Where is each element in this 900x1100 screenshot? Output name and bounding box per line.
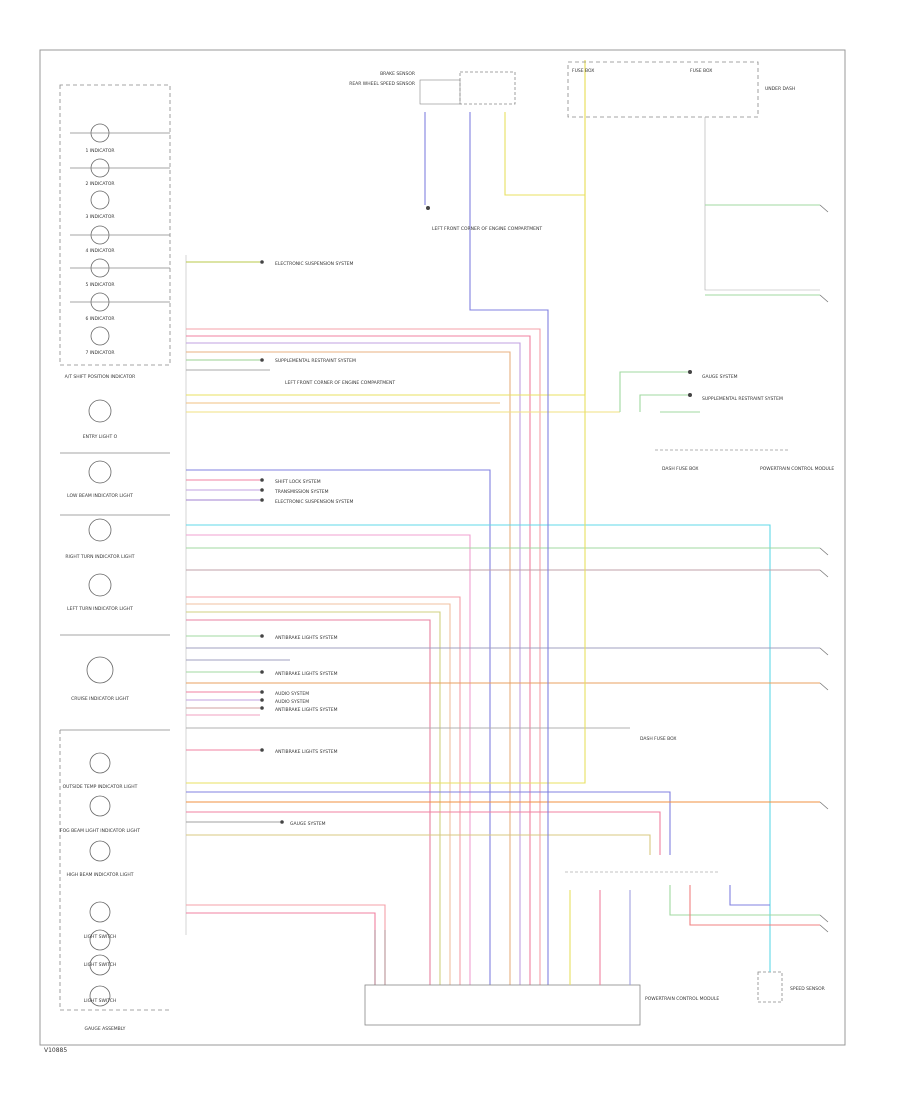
- right-note: UNDER DASH: [765, 86, 795, 92]
- system-label: AUDIO SYSTEM: [275, 699, 309, 705]
- sensor-label: BRAKE SENSOR: [380, 71, 415, 77]
- dash-fuse-label: DASH FUSE BOX: [640, 736, 677, 742]
- system-label: GAUGE SYSTEM: [290, 821, 326, 827]
- module-label: 5 INDICATOR: [85, 282, 114, 288]
- system-label: TRANSMISSION SYSTEM: [274, 489, 329, 495]
- sensor-wires: [424, 60, 586, 985]
- module-label: 6 INDICATOR: [85, 316, 114, 322]
- right-terminals: [819, 204, 829, 933]
- lower-right-label: POWERTRAIN CONTROL MODULE: [760, 466, 834, 472]
- sensor-sub-label: REAR WHEEL SPEED SENSOR: [349, 81, 415, 87]
- fuse-box-right: FUSE BOX: [690, 68, 712, 74]
- module-label: 4 INDICATOR: [85, 248, 114, 254]
- diagram-frame: [39, 49, 846, 1046]
- system-label: ELECTRONIC SUSPENSION SYSTEM: [275, 499, 354, 505]
- system-label: ANTIBRAKE LIGHTS SYSTEM: [275, 749, 338, 755]
- speed-sensor-label: SPEED SENSOR: [790, 986, 825, 992]
- module-label: HIGH BEAM INDICATOR LIGHT: [67, 872, 134, 878]
- fuse-box-title: FUSE BOX: [572, 68, 594, 74]
- system-label: SHIFT LOCK SYSTEM: [275, 479, 321, 485]
- system-label: ANTIBRAKE LIGHTS SYSTEM: [275, 707, 338, 713]
- system-label: AUDIO SYSTEM: [275, 691, 309, 697]
- srs-system-label: SUPPLEMENTAL RESTRAINT SYSTEM: [702, 396, 783, 402]
- system-labels: ELECTRONIC SUSPENSION SYSTEM SUPPLEMENTA…: [260, 260, 356, 827]
- module-label: CRUISE INDICATOR LIGHT: [71, 696, 129, 702]
- system-label: ANTIBRAKE LIGHTS SYSTEM: [275, 635, 338, 641]
- module-label: 2 INDICATOR: [85, 181, 114, 187]
- bottom-connector: POWERTRAIN CONTROL MODULE SPEED SENSOR: [364, 871, 825, 1026]
- top-components: BRAKE SENSOR REAR WHEEL SPEED SENSOR LEF…: [349, 61, 820, 296]
- ground-note: LEFT FRONT CORNER OF ENGINE COMPARTMENT: [432, 226, 542, 232]
- module-label: LIGHT SWITCH: [84, 934, 117, 940]
- gauge-system-label: GAUGE SYSTEM: [702, 374, 738, 380]
- lower-left-label: DASH FUSE BOX: [662, 466, 699, 472]
- connector-box-label: POWERTRAIN CONTROL MODULE: [645, 996, 719, 1002]
- system-label: ELECTRONIC SUSPENSION SYSTEM: [275, 261, 354, 267]
- footer-code: V10885: [44, 1047, 67, 1054]
- module-label: LIGHT SWITCH: [84, 998, 117, 1004]
- module-label: RIGHT TURN INDICATOR LIGHT: [65, 554, 134, 560]
- gauge-assembly-label: GAUGE ASSEMBLY: [85, 1026, 126, 1032]
- module-label: LEFT TURN INDICATOR LIGHT: [67, 606, 133, 612]
- module-label: 3 INDICATOR: [85, 214, 114, 220]
- module-label: LIGHT SWITCH: [84, 962, 117, 968]
- module-label: FOG BEAM LIGHT INDICATOR LIGHT: [60, 828, 140, 834]
- module-label: LOW BEAM INDICATOR LIGHT: [67, 493, 133, 499]
- module-label: A/T SHIFT POSITION INDICATOR: [65, 374, 136, 380]
- system-label: SUPPLEMENTAL RESTRAINT SYSTEM: [275, 358, 356, 364]
- module-label: 1 INDICATOR: [85, 148, 114, 154]
- module-label: 7 INDICATOR: [85, 350, 114, 356]
- module-label: ENTRY LIGHT O: [83, 434, 118, 440]
- right-mid-components: GAUGE SYSTEM SUPPLEMENTAL RESTRAINT SYST…: [285, 370, 834, 742]
- ground-mid-label: LEFT FRONT CORNER OF ENGINE COMPARTMENT: [285, 380, 395, 386]
- gauge-assembly: 1 INDICATOR 2 INDICATOR 3 INDICATOR 4 IN…: [59, 84, 187, 1032]
- system-label: ANTIBRAKE LIGHTS SYSTEM: [275, 671, 338, 677]
- wire-bundle: [186, 60, 820, 985]
- module-label: OUTSIDE TEMP INDICATOR LIGHT: [63, 784, 138, 790]
